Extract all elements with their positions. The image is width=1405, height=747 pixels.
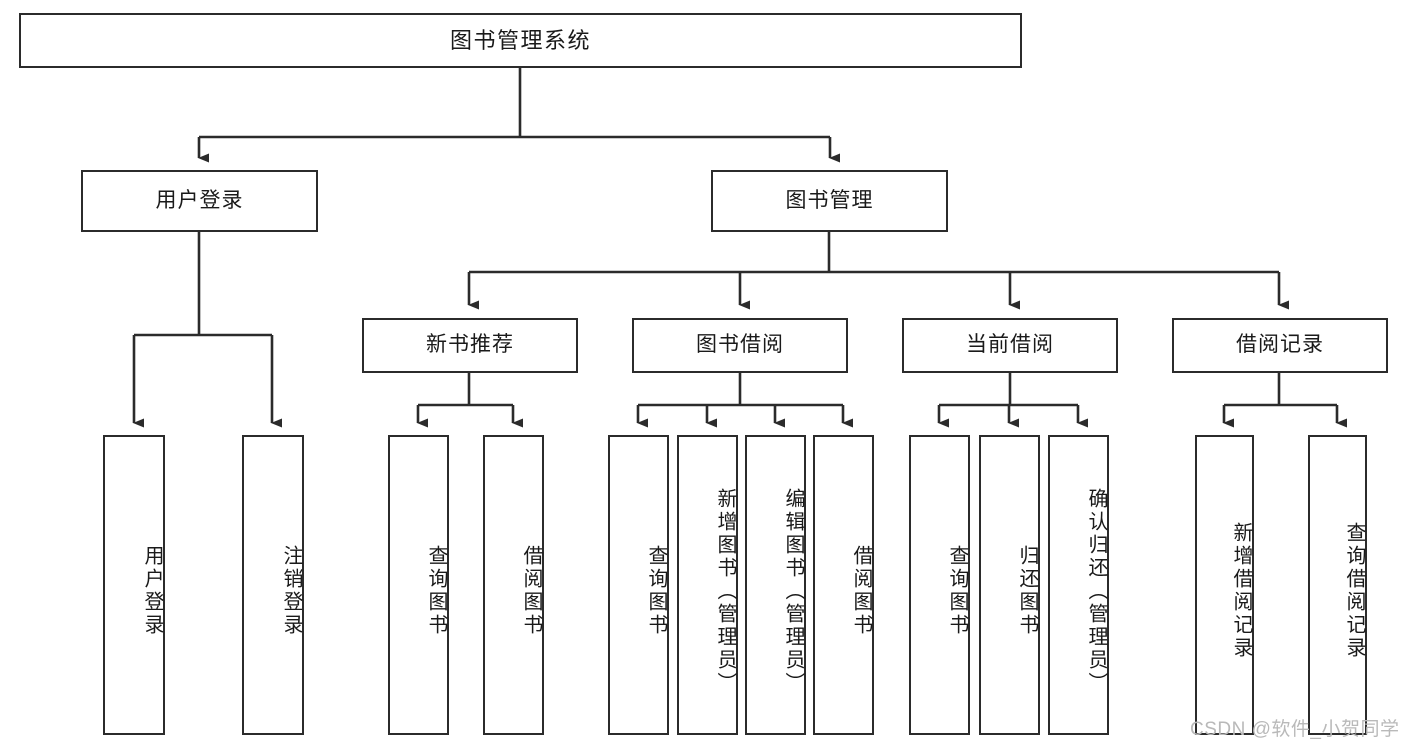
node-label: 注销登录 — [280, 545, 302, 637]
node-label: 当前借阅 — [966, 333, 1054, 357]
node-leaf-query-book-current[interactable]: 查询图书 — [909, 435, 970, 735]
node-label: 归还图书 — [1016, 545, 1038, 637]
node-leaf-edit-book-admin[interactable]: 编辑图书（管理员） — [745, 435, 806, 735]
node-label: 查询图书 — [645, 545, 667, 637]
node-borrow-record[interactable]: 借阅记录 — [1172, 318, 1388, 373]
node-book-borrow[interactable]: 图书借阅 — [632, 318, 848, 373]
node-label: 查询图书 — [946, 545, 968, 637]
node-label: 用户登录 — [141, 545, 163, 637]
node-label: 新书推荐 — [426, 333, 514, 357]
node-label: 新增图书（管理员） — [714, 487, 736, 695]
node-leaf-user-login[interactable]: 用户登录 — [103, 435, 165, 735]
node-leaf-confirm-return-admin[interactable]: 确认归还（管理员） — [1048, 435, 1109, 735]
node-leaf-query-borrow-record[interactable]: 查询借阅记录 — [1308, 435, 1367, 735]
node-label: 编辑图书（管理员） — [782, 487, 804, 695]
node-label: 新增借阅记录 — [1230, 522, 1252, 660]
node-label: 借阅图书 — [520, 545, 542, 637]
node-label: 查询借阅记录 — [1343, 522, 1365, 660]
node-leaf-logout[interactable]: 注销登录 — [242, 435, 304, 735]
node-label: 图书借阅 — [696, 333, 784, 357]
node-label: 查询图书 — [425, 545, 447, 637]
node-current-borrow[interactable]: 当前借阅 — [902, 318, 1118, 373]
node-label: 图书管理 — [785, 188, 874, 212]
node-leaf-add-book-admin[interactable]: 新增图书（管理员） — [677, 435, 738, 735]
node-user-login[interactable]: 用户登录 — [81, 170, 318, 232]
node-label: 借阅记录 — [1236, 333, 1324, 357]
node-leaf-borrow-book[interactable]: 借阅图书 — [813, 435, 874, 735]
node-new-book-recommend[interactable]: 新书推荐 — [362, 318, 578, 373]
node-book-management[interactable]: 图书管理 — [711, 170, 948, 232]
node-leaf-query-book-borrow[interactable]: 查询图书 — [608, 435, 669, 735]
node-leaf-return-book[interactable]: 归还图书 — [979, 435, 1040, 735]
watermark-text: CSDN @软件_小贺同学 — [1190, 719, 1400, 740]
node-leaf-add-borrow-record[interactable]: 新增借阅记录 — [1195, 435, 1254, 735]
node-label: 图书管理系统 — [449, 27, 591, 53]
node-label: 借阅图书 — [850, 545, 872, 637]
node-label: 用户登录 — [155, 188, 244, 212]
node-leaf-borrow-book-recommend[interactable]: 借阅图书 — [483, 435, 544, 735]
node-leaf-query-book-recommend[interactable]: 查询图书 — [388, 435, 449, 735]
node-label: 确认归还（管理员） — [1085, 487, 1107, 695]
node-root-system[interactable]: 图书管理系统 — [19, 13, 1022, 68]
